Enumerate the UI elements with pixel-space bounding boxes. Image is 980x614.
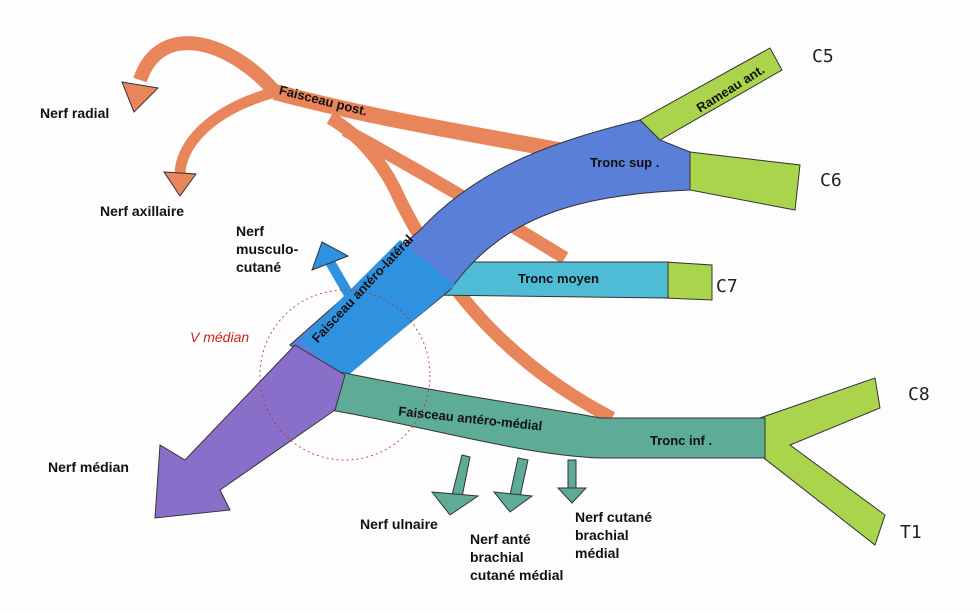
- median-nerve-arrow: [154, 344, 346, 519]
- posterior-cord: [133, 36, 616, 424]
- antebrachial-branch: [509, 457, 529, 498]
- root-label-c8: C8: [908, 384, 930, 405]
- axillary-arrow-icon: [163, 171, 197, 197]
- label-nerf-ulnaire: Nerf ulnaire: [360, 516, 438, 532]
- root-c6: [689, 151, 801, 211]
- label-line: cutané médial: [470, 567, 564, 583]
- root-label-c6: C6: [820, 170, 842, 191]
- label-line: Nerf cutané: [575, 509, 653, 525]
- label-tronc-sup: Tronc sup .: [590, 155, 660, 170]
- label-line: cutané: [236, 259, 282, 275]
- root-label-t1: T1: [900, 522, 922, 543]
- medial-cord: [329, 369, 766, 459]
- root-label-c5: C5: [812, 46, 834, 67]
- label-line: Nerf: [236, 223, 265, 239]
- antebrachial-arrow-icon: [492, 491, 534, 513]
- label-line: Nerf anté: [470, 531, 531, 547]
- medial-branches: [430, 454, 588, 516]
- label-line: brachial: [575, 527, 629, 543]
- label-line: médial: [575, 545, 620, 561]
- axillary-nerve-path: [174, 86, 277, 176]
- ulnar-branch: [451, 454, 471, 498]
- musculocutaneous-path: [325, 259, 357, 303]
- label-tronc-inf: Tronc inf .: [650, 433, 713, 448]
- v-median-circle: [259, 289, 431, 461]
- label-nerf-median: Nerf médian: [48, 459, 129, 475]
- brachial-cutaneous-branch: [567, 459, 577, 491]
- musculocutaneous-arrow-icon: [311, 241, 350, 271]
- label-nerf-radial: Nerf radial: [40, 105, 110, 121]
- posterior-division-upper: [272, 84, 587, 163]
- label-nerf-ante-brachial: Nerf anté brachial cutané médial: [470, 530, 563, 584]
- roots-c8-t1: [759, 377, 886, 546]
- label-line: brachial: [470, 549, 524, 565]
- root-c7: [664, 261, 713, 301]
- label-v-median: V médian: [190, 329, 250, 345]
- radial-arrow-icon: [121, 81, 160, 113]
- lateral-cord: [300, 240, 455, 378]
- label-line: musculo-: [236, 241, 299, 257]
- radial-nerve-path: [133, 36, 281, 97]
- label-nerf-axillaire: Nerf axillaire: [100, 203, 185, 219]
- label-nerf-musculo-cutane: Nerf musculo- cutané: [236, 222, 298, 276]
- ulnar-arrow-icon: [430, 491, 480, 516]
- label-tronc-moyen: Tronc moyen: [518, 271, 599, 286]
- root-label-c7: C7: [716, 276, 738, 297]
- label-nerf-cutane-brachial: Nerf cutané brachial médial: [575, 508, 652, 562]
- brachial-cutaneous-arrow-icon: [556, 487, 588, 504]
